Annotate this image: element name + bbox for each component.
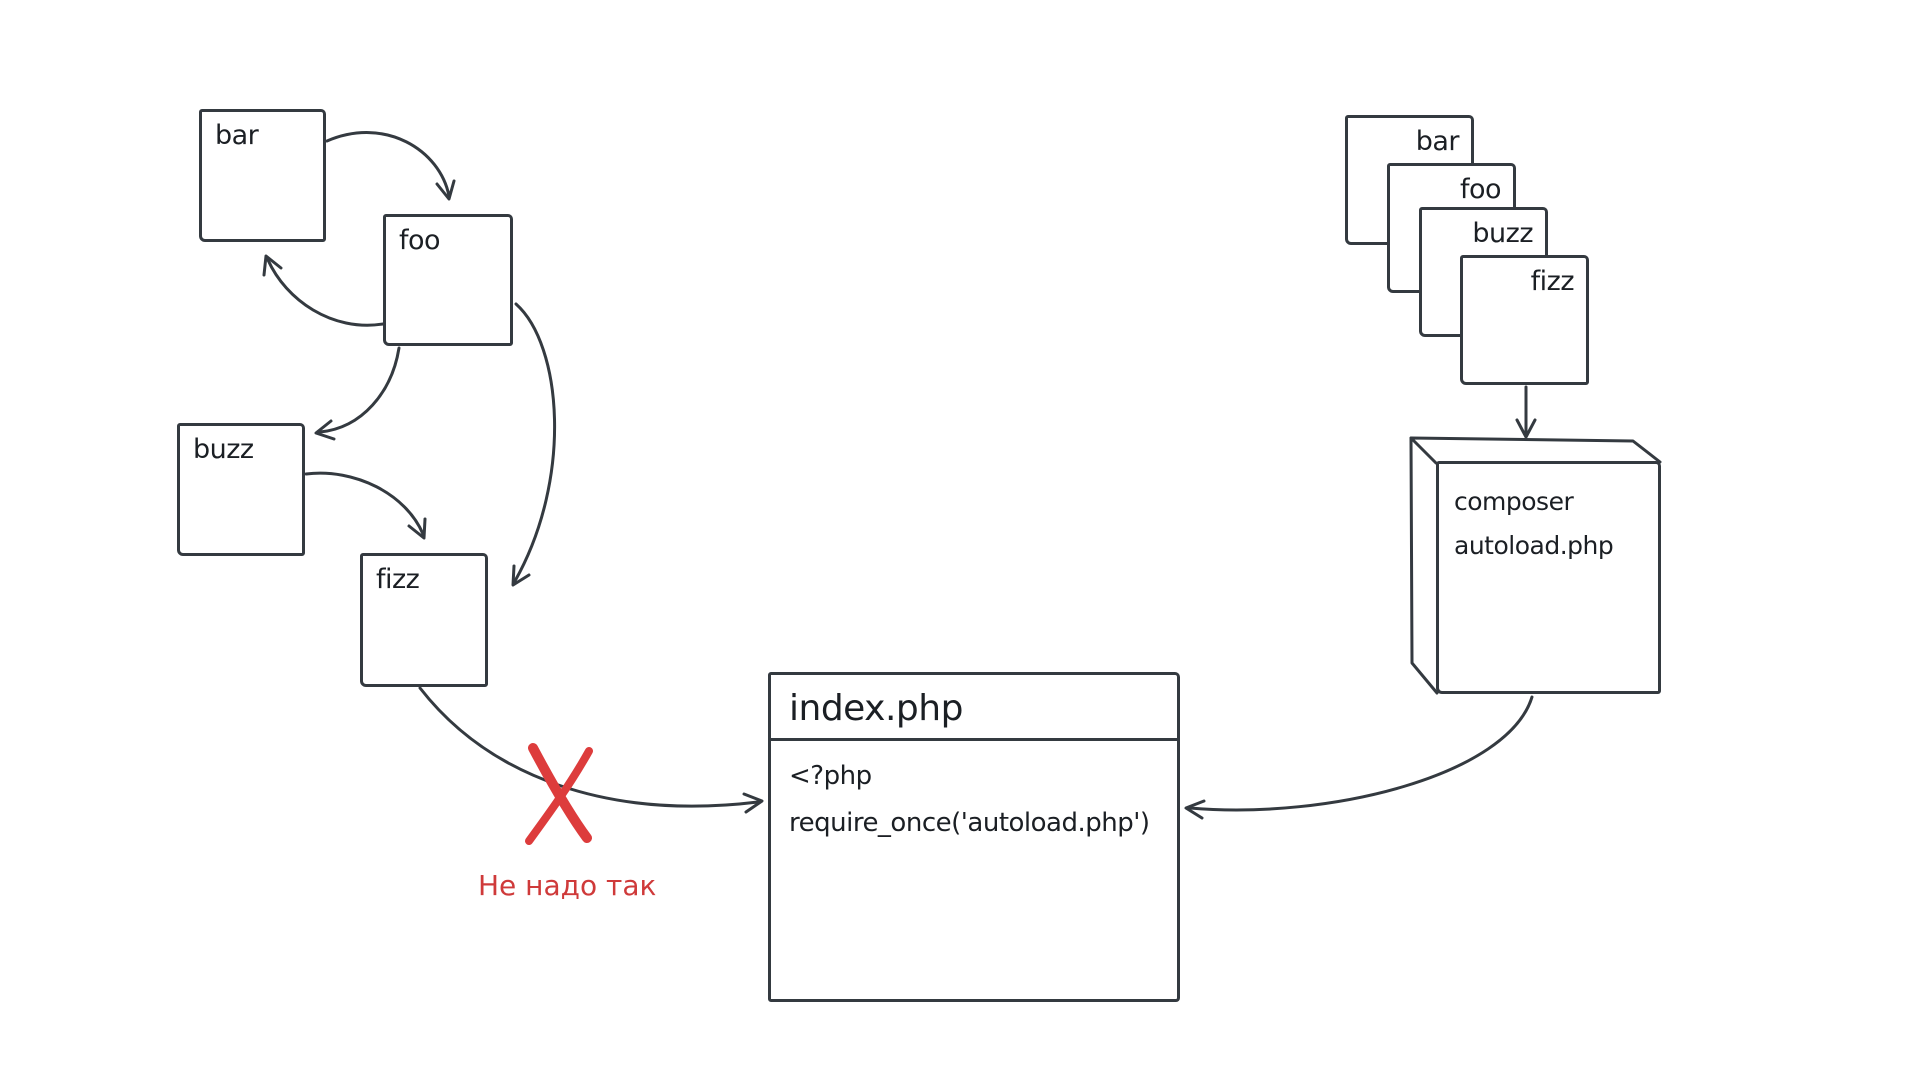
arrowhead [314,419,336,441]
node-fizz: fizz [360,553,488,687]
stack-node-foo-label: foo [1459,174,1502,205]
arrow-foo-to-fizz [511,302,556,587]
arrow-buzz-to-fizz [304,471,427,540]
stack-node-fizz: fizz [1460,255,1589,385]
arrow-stack-to-composer [1515,385,1537,439]
stack-node-fizz-label: fizz [1530,266,1575,297]
composer-3d-left-face [1409,436,1439,695]
stack-node-buzz-label: buzz [1472,218,1533,249]
code-line-require-once: require_once('autoload.php') [789,808,1150,838]
arrowhead [435,179,456,201]
composer-box-line2: autoload.php [1454,531,1614,560]
warning-text: Не надо так [478,869,657,902]
stack-node-bar-label: bar [1415,126,1460,157]
arrowhead [407,517,427,540]
arrow-composer-to-index [1184,695,1534,820]
arrow-foo-to-bar [262,254,385,327]
arrowhead [511,564,531,587]
arrowhead [262,254,283,277]
node-fizz-label: fizz [376,564,420,595]
index-php-title: index.php [771,675,1177,741]
node-bar: bar [199,109,326,242]
node-buzz-label: buzz [193,434,254,465]
node-foo-label: foo [399,225,441,256]
arrow-foo-to-buzz [314,346,401,441]
arrowhead [1515,418,1537,439]
arrow-bar-to-foo [325,131,456,201]
red-cross-mark [525,743,593,845]
arrow-fizz-to-index [418,686,764,814]
arrowhead [1184,799,1206,820]
node-bar-label: bar [215,120,259,151]
composer-autoload-box: composer autoload.php [1436,461,1661,694]
code-line-php-open: <?php [789,761,872,791]
index-php-box: index.php <?php require_once('autoload.p… [768,672,1180,1002]
index-php-code: <?php require_once('autoload.php') [771,741,1177,859]
arrowhead [742,792,764,814]
composer-3d-top-face [1409,436,1662,465]
composer-box-line1: composer [1454,487,1574,516]
node-buzz: buzz [177,423,305,556]
node-foo: foo [383,214,513,346]
